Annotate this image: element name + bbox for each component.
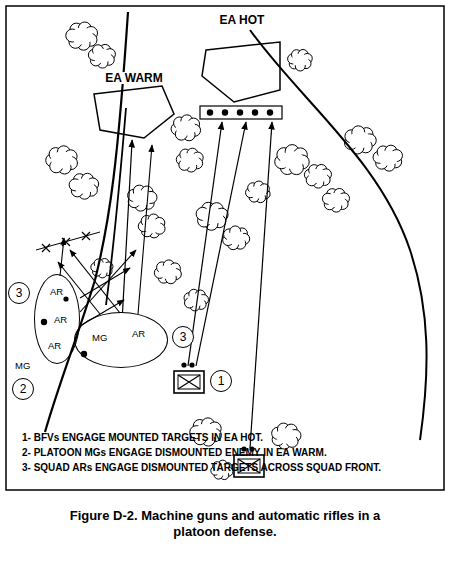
tree-cluster	[288, 50, 313, 71]
legend-note: 1- BFVs ENGAGE MOUNTED TARGETS IN EA HOT…	[22, 432, 263, 443]
wire-marks	[42, 232, 90, 252]
mine-dot	[237, 109, 243, 115]
fire-arrow	[60, 238, 64, 276]
tree-fill	[74, 178, 94, 194]
tree-fill	[378, 150, 398, 166]
bfv-box	[178, 375, 200, 389]
weapon-dot	[41, 319, 47, 325]
tree-cluster	[154, 260, 181, 284]
mine-dot	[207, 109, 213, 115]
weapon-label: MG	[91, 333, 108, 343]
bfv-dot	[181, 362, 186, 367]
bfv-fire	[188, 122, 272, 448]
callout-circle: 2	[12, 378, 34, 400]
tree-fill	[51, 152, 73, 169]
fire-arrow	[138, 145, 152, 314]
tree-fill	[71, 28, 93, 45]
mine-dot	[222, 109, 228, 115]
legend-note: 2- PLATOON MGs ENGAGE DISMOUNTED ENEMY I…	[22, 447, 327, 458]
tree-cluster	[176, 148, 203, 172]
callout-number: 3	[180, 331, 187, 343]
fire-arrow	[196, 122, 246, 366]
bfv-symbol	[174, 362, 204, 393]
weapon-label: AR	[131, 329, 146, 339]
callout-number: 2	[20, 383, 27, 395]
tree-lines	[46, 22, 403, 480]
weapon-label: AR	[53, 315, 68, 325]
tree-fill	[327, 193, 346, 207]
tree-cluster	[66, 22, 98, 50]
area-polygon	[94, 86, 174, 138]
tree-cluster	[272, 423, 301, 449]
fire-arrow	[188, 122, 222, 366]
mine-dot	[252, 109, 258, 115]
fire-arrow	[58, 262, 100, 314]
tree-fill	[227, 231, 246, 245]
weapon-label: AR	[49, 287, 64, 297]
area-outline	[200, 14, 284, 104]
position-dots	[41, 296, 87, 357]
squad-position: AR AR AR	[34, 274, 80, 364]
tree-fill	[176, 120, 196, 136]
tree-fill	[181, 153, 200, 167]
tree-cluster	[46, 146, 78, 174]
tree-cluster	[88, 44, 115, 68]
tree-fill	[309, 169, 328, 183]
weapon-dot	[63, 296, 68, 301]
tree-cluster	[196, 202, 228, 230]
engagement-area: EA WARM	[92, 72, 176, 140]
tree-fill	[280, 151, 304, 169]
legend-note: 3- SQUAD ARs ENGAGE DISMOUNTED TARGETS A…	[22, 462, 381, 473]
tree-fill	[349, 132, 371, 149]
fire-arrow	[250, 122, 272, 448]
tree-cluster	[275, 145, 309, 175]
area-label: EA HOT	[218, 14, 267, 26]
obstacle-dots	[207, 109, 273, 115]
mine-dot	[267, 109, 273, 115]
tree-fill	[201, 208, 223, 225]
callout-circle: 3	[172, 326, 194, 348]
fire-arrow	[123, 140, 133, 312]
tree-fill	[292, 54, 309, 67]
weapon-dot	[81, 351, 87, 357]
tree-cluster	[138, 214, 165, 238]
callout-number: 1	[218, 375, 225, 387]
squad-position: MG AR	[74, 312, 168, 368]
tree-fill	[93, 49, 112, 63]
tree-fill	[132, 190, 152, 206]
tree-fill	[250, 186, 267, 199]
callout-circle: 3	[8, 282, 30, 304]
obstacle-bar	[200, 106, 282, 119]
figure-caption: Figure D-2. Machine guns and automatic r…	[50, 508, 400, 541]
road-edge	[106, 108, 126, 305]
tree-cluster	[373, 145, 402, 171]
tree-cluster	[128, 185, 157, 211]
bfv-box	[174, 371, 204, 393]
area-polygon	[202, 42, 280, 102]
bfv-dot	[189, 362, 194, 367]
engagement-area: EA HOT	[200, 14, 284, 104]
area-label: EA WARM	[103, 72, 165, 84]
bfv-cross	[178, 375, 200, 389]
tree-cluster	[171, 115, 200, 141]
fire-arrow	[80, 250, 136, 312]
weapon-label: MG	[14, 360, 31, 371]
tree-fill	[159, 265, 178, 279]
fire-arrow	[80, 300, 124, 326]
tree-cluster	[345, 126, 377, 154]
tree-cluster	[223, 226, 250, 250]
tree-cluster	[322, 188, 349, 212]
callout-circle: 1	[210, 370, 232, 392]
fire-arrow	[70, 250, 120, 313]
tree-cluster	[69, 173, 99, 199]
tree-fill	[276, 428, 296, 444]
squad-fire	[58, 145, 152, 326]
figure-frame	[6, 6, 444, 490]
callout-number: 3	[16, 287, 23, 299]
weapon-label: AR	[47, 341, 62, 351]
tree-cluster	[304, 164, 331, 188]
